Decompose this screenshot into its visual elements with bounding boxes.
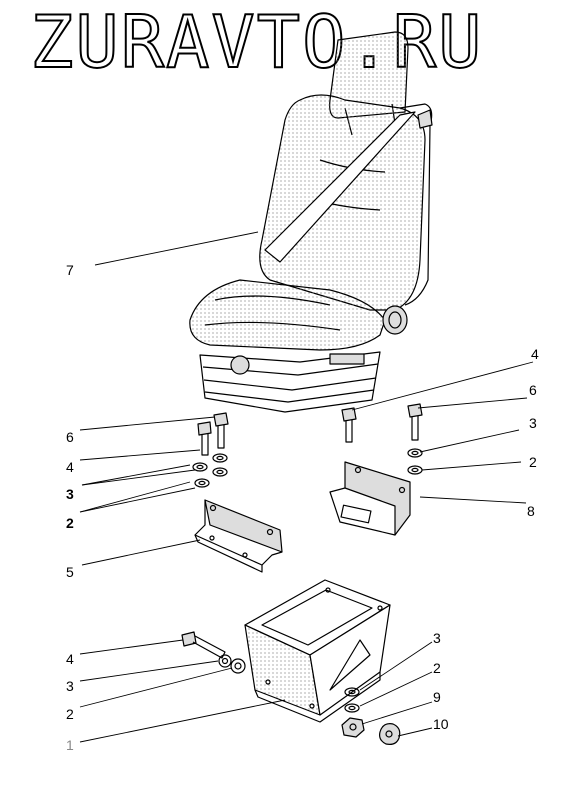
- callout-8: 8: [527, 503, 535, 519]
- callout-3-right: 3: [529, 415, 537, 431]
- callout-4-left: 4: [66, 459, 74, 475]
- base-frame-1: [244, 579, 391, 723]
- right-bolts: [341, 403, 423, 475]
- callout-10: 10: [433, 716, 449, 732]
- callout-2-right: 2: [529, 454, 537, 470]
- callout-9: 9: [433, 689, 441, 705]
- lower-right-hardware: [341, 687, 401, 745]
- callout-2-left: 2: [66, 515, 74, 531]
- leader-lines: [79, 231, 534, 743]
- callout-3-lower-left: 3: [66, 678, 74, 694]
- bracket-8: [329, 461, 411, 536]
- callout-3-lower-right: 3: [433, 630, 441, 646]
- lower-bolt: [181, 631, 246, 674]
- callout-3-left: 3: [66, 486, 74, 502]
- left-bolt-pair: [197, 412, 229, 456]
- callout-2-lower-left: 2: [66, 706, 74, 722]
- callout-5: 5: [66, 564, 74, 580]
- callout-1: 1: [66, 737, 74, 753]
- callout-7: 7: [66, 262, 74, 278]
- callout-4-right: 4: [531, 346, 539, 362]
- bracket-5: [194, 499, 283, 573]
- seat-assembly: [189, 31, 433, 413]
- callout-6-right: 6: [529, 382, 537, 398]
- callout-4-lower: 4: [66, 651, 74, 667]
- callout-6-left: 6: [66, 429, 74, 445]
- callout-2-lower-right: 2: [433, 660, 441, 676]
- left-washers: [192, 453, 228, 488]
